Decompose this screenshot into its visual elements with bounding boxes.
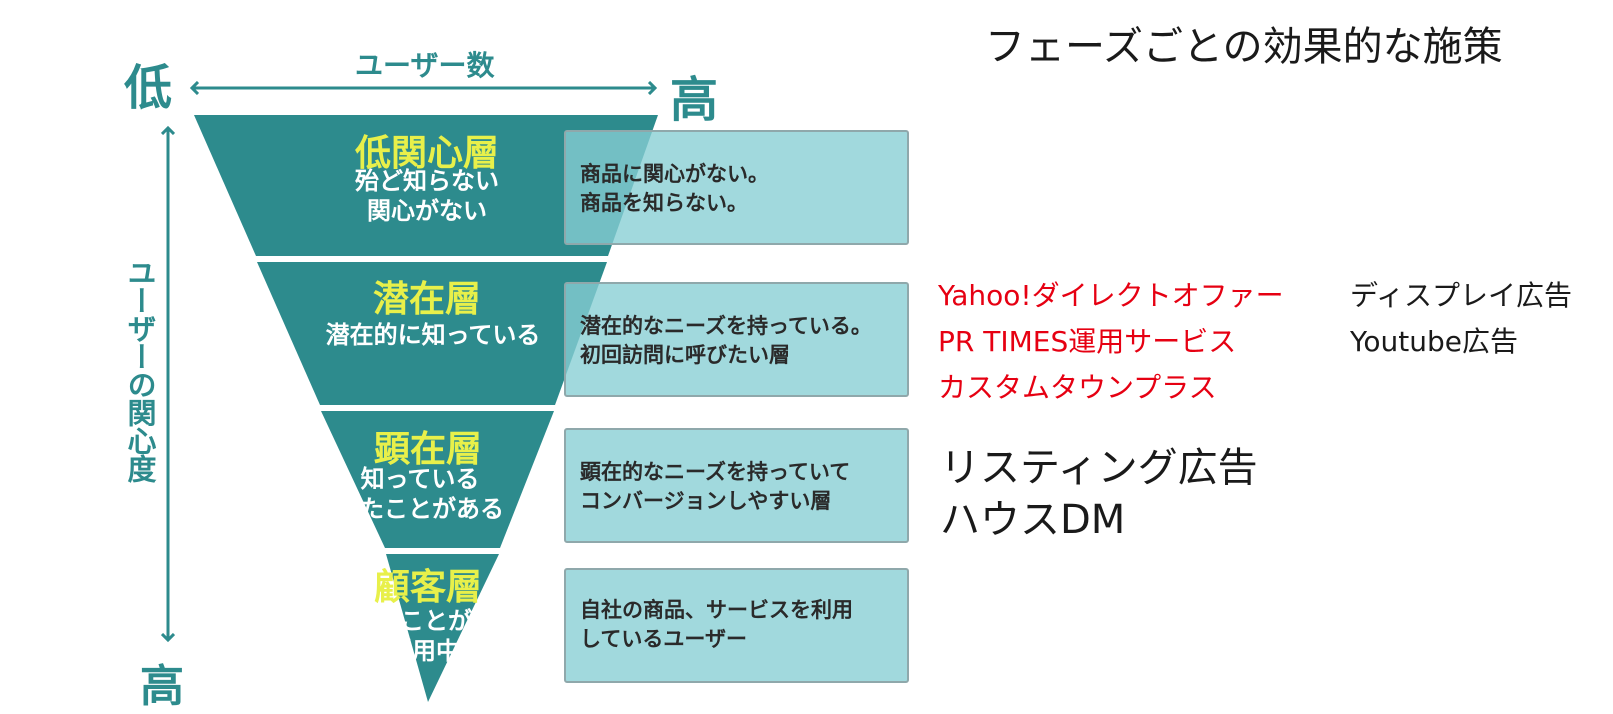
description-box-latent bbox=[564, 282, 909, 397]
layer-title-manifest: 顕在層 bbox=[373, 429, 483, 470]
users-axis-label: ユーザー数 bbox=[355, 49, 495, 82]
description-low-interest: 商品に関心がない。 商品を知らない。 bbox=[580, 162, 769, 215]
users-low-label: 低 bbox=[124, 60, 173, 116]
description-manifest: 顕在的なニーズを持っていて コンバージョンしやすい層 bbox=[580, 460, 851, 513]
interest-axis-label: ユーザーの関心度 bbox=[123, 258, 157, 482]
description-latent: 潜在的なニーズを持っている。 初回訪問に呼びたい層 bbox=[580, 314, 872, 367]
measure-item: カスタムタウンプラス bbox=[938, 371, 1217, 404]
interest-high-label: 高 bbox=[140, 661, 184, 712]
funnel-layer-latent bbox=[257, 262, 607, 405]
description-box-manifest bbox=[564, 428, 909, 543]
measure-item: ディスプレイ広告 bbox=[1350, 279, 1573, 312]
latent-measures-red: Yahoo!ダイレクトオファー PR TIMES運用サービス カスタムタウンプラ… bbox=[938, 273, 1284, 411]
measure-item: Yahoo!ダイレクトオファー bbox=[938, 279, 1284, 312]
layer-subtitle-customer: 使ったことがある 利用中 bbox=[328, 607, 520, 665]
latent-measures-black: ディスプレイ広告 Youtube広告 bbox=[1350, 273, 1572, 365]
manifest-measures: リスティング広告 ハウスDM bbox=[940, 442, 1258, 546]
layer-title-low-interest: 低関心層 bbox=[354, 133, 500, 174]
layer-subtitle-low-interest: 殆ど知らない 関心がない bbox=[355, 167, 499, 225]
funnel-layer-manifest bbox=[321, 411, 554, 548]
description-customer: 自社の商品、サービスを利用 しているユーザー bbox=[580, 598, 853, 651]
users-high-label: 高 bbox=[670, 72, 719, 128]
funnel-layer-low-interest bbox=[194, 115, 658, 256]
layer-title-latent: 潜在層 bbox=[372, 279, 482, 320]
page-title: フェーズごとの効果的な施策 bbox=[985, 24, 1503, 70]
funnel-layer-customer bbox=[386, 554, 499, 702]
measure-item: PR TIMES運用サービス bbox=[938, 325, 1237, 358]
description-box-customer bbox=[564, 568, 909, 683]
layer-subtitle-latent: 潜在的に知っている bbox=[325, 321, 541, 349]
measure-item: Youtube広告 bbox=[1350, 325, 1518, 358]
description-box-low-interest bbox=[564, 130, 909, 245]
measure-item: リスティング広告 bbox=[940, 445, 1258, 491]
layer-title-customer: 顧客層 bbox=[373, 567, 483, 608]
measure-item: ハウスDM bbox=[940, 497, 1126, 543]
layer-subtitle-manifest: 知っている 見たことがある bbox=[336, 465, 504, 523]
